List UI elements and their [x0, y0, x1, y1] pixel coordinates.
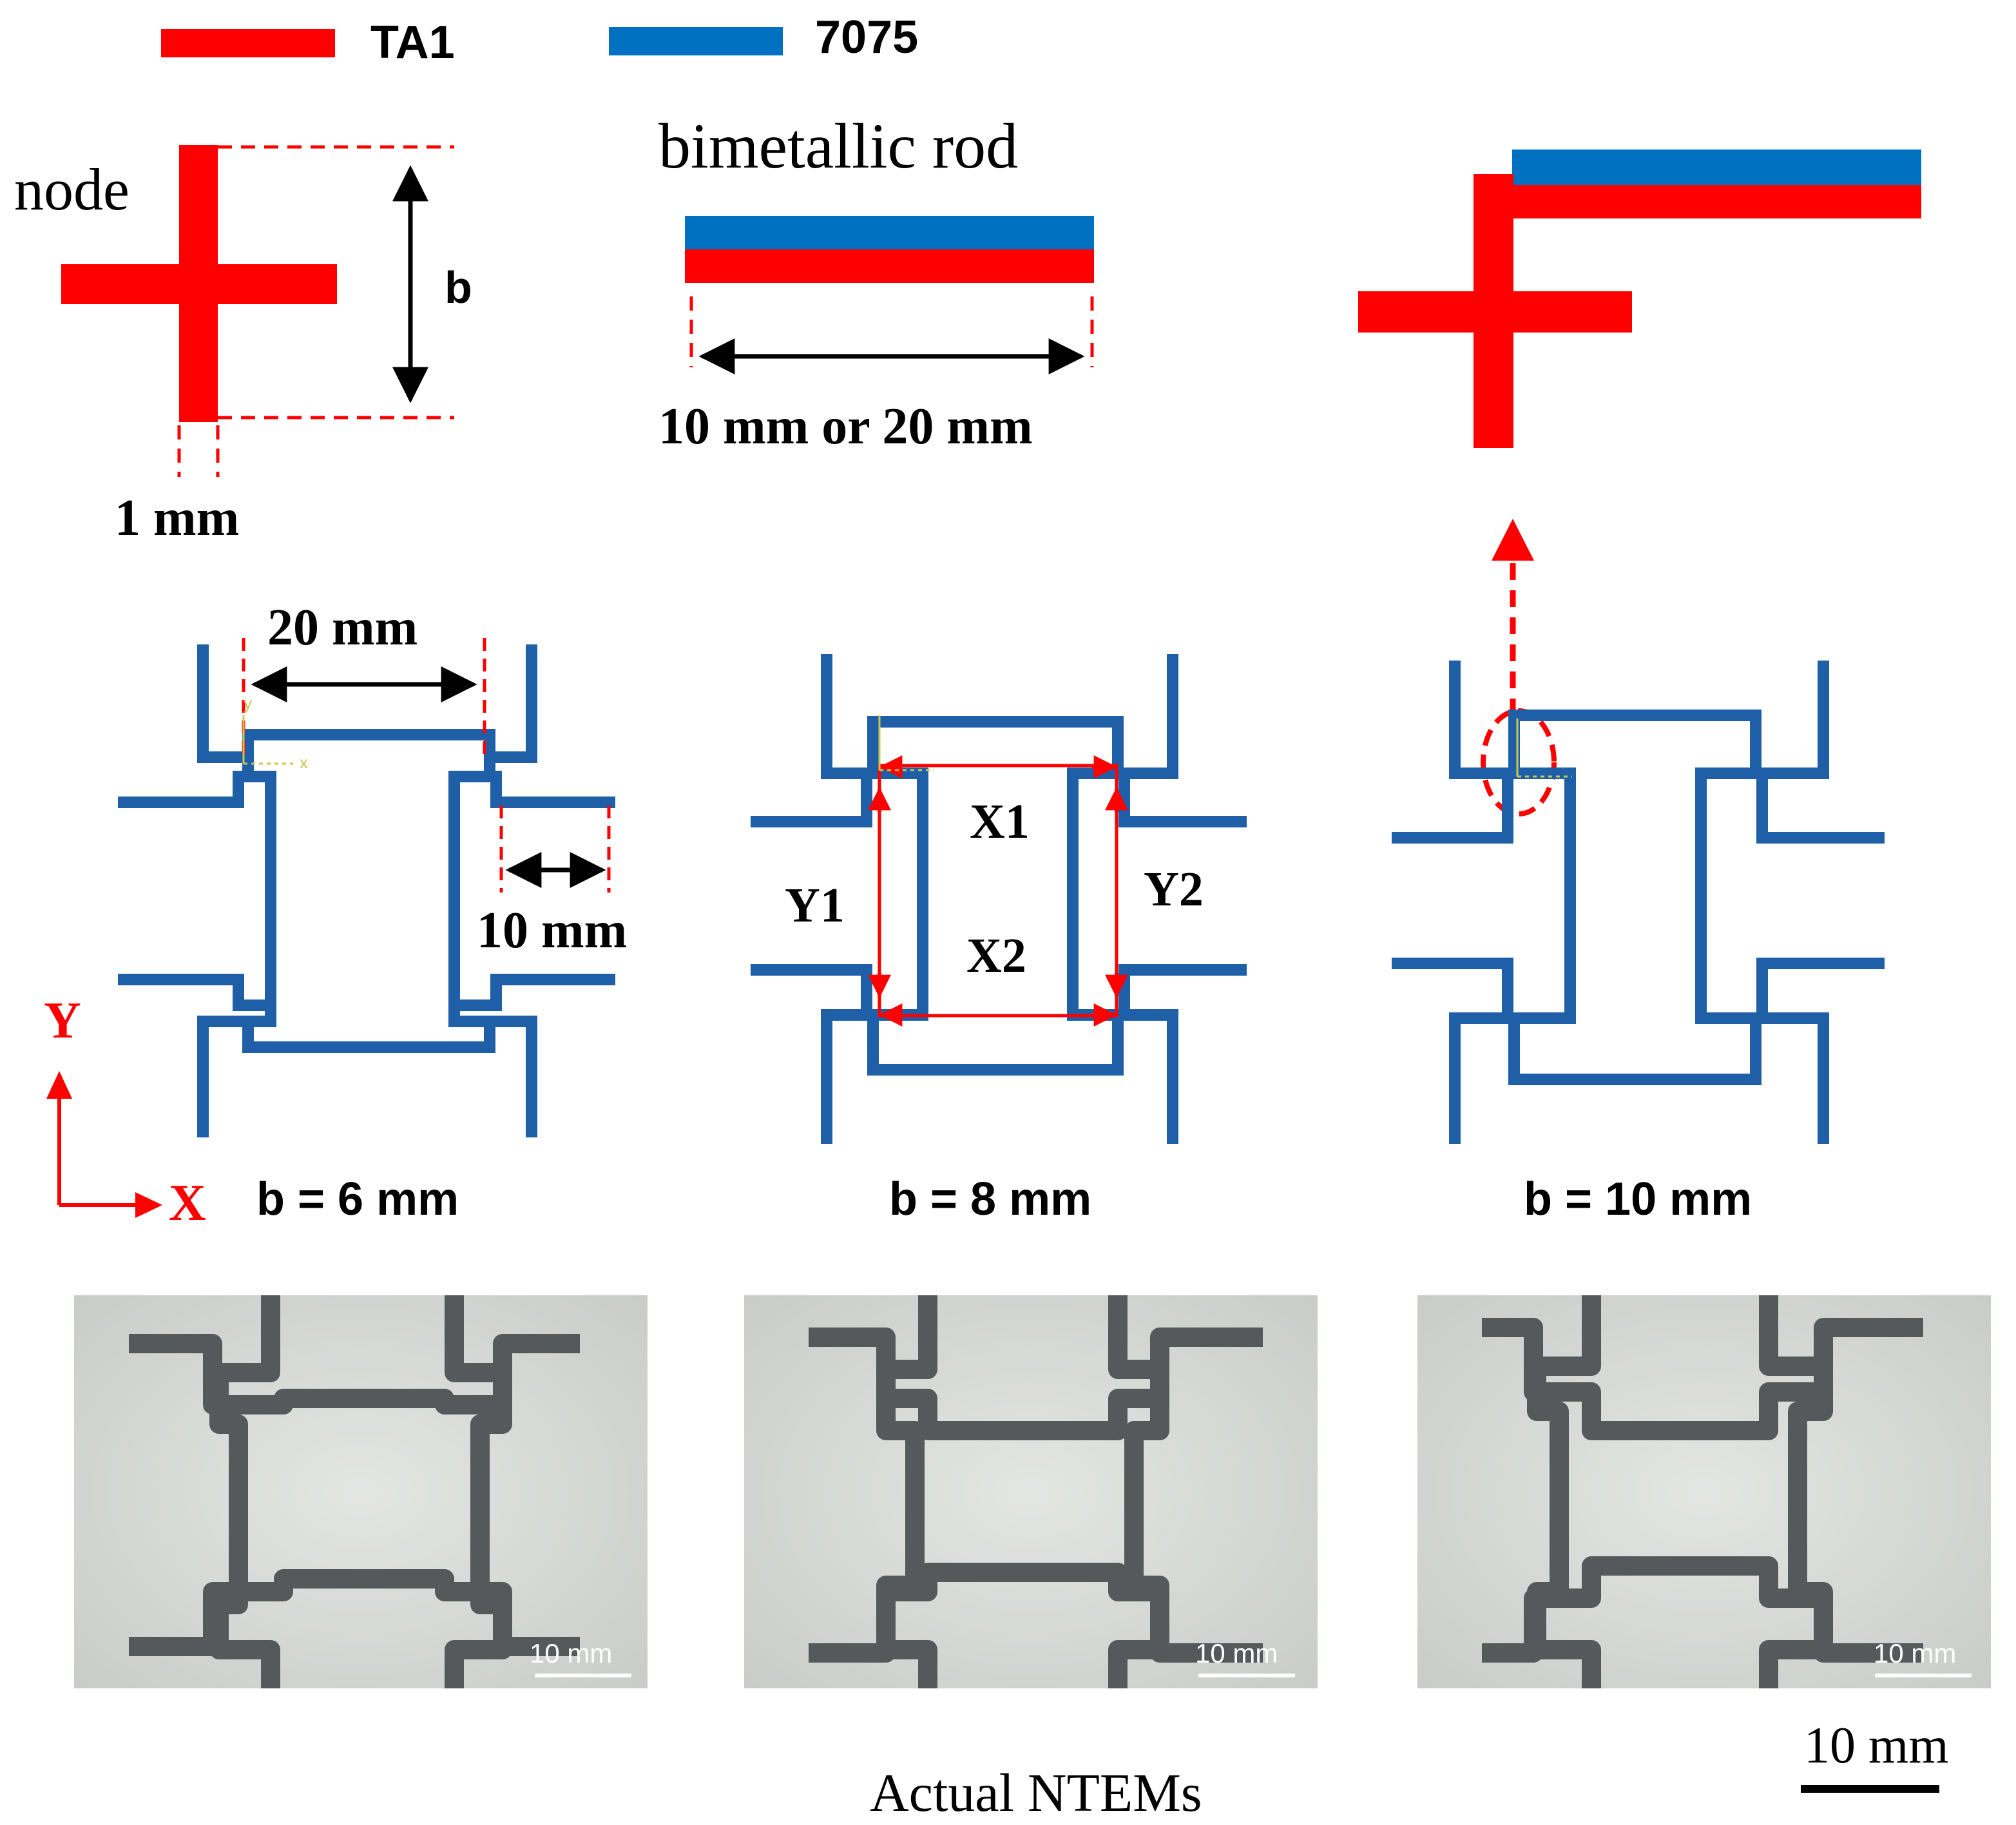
b6-local-axes [242, 715, 293, 765]
caption-b10: b = 10 mm [1524, 1173, 1752, 1225]
label-y2: Y2 [1144, 862, 1204, 916]
scale-bar-label: 10 mm [1804, 1717, 1948, 1774]
photo-b8: 10 mm [744, 1295, 1318, 1688]
structure-b10 [1392, 661, 1885, 1144]
legend-swatch-7075 [609, 27, 783, 55]
node-dim-width: 1 mm [115, 490, 239, 546]
legend-label-ta1: TA1 [370, 17, 455, 68]
b8-force-arrows [868, 755, 1128, 1027]
caption-b6: b = 6 mm [256, 1173, 459, 1225]
scale-bar [1801, 1785, 1939, 1793]
b8-local-axes [878, 715, 934, 771]
b6-dimensions [242, 638, 611, 893]
rod-title: bimetallic rod [658, 110, 1018, 182]
legend-swatch-ta1 [161, 29, 335, 57]
photo-b6-scale: 10 mm [530, 1638, 612, 1668]
photo-b10: 10 mm [1417, 1295, 1991, 1688]
label-y1: Y1 [785, 878, 845, 932]
node-dashed-guides [177, 145, 454, 477]
label-x2: X2 [966, 929, 1026, 983]
label-x1: X1 [970, 795, 1030, 849]
node-dim-b: b [445, 262, 472, 313]
b6-dim-side: 10 mm [477, 902, 627, 959]
b6-local-x: x [300, 753, 308, 772]
rod-7075-layer [685, 216, 1094, 249]
legend-label-7075: 7075 [815, 12, 918, 63]
axis-x-label: X [169, 1175, 206, 1231]
joint-detail [1358, 150, 1921, 448]
b6-dim-top: 20 mm [267, 599, 418, 656]
axis-y-label: Y [44, 992, 81, 1049]
photos-caption: Actual NTEMs [870, 1763, 1202, 1823]
b6-local-y: y [244, 693, 252, 713]
photo-b10-scale: 10 mm [1874, 1638, 1956, 1668]
rod-ta1-layer [685, 249, 1094, 283]
photo-b6: 10 mm [74, 1295, 648, 1688]
node-cross [61, 145, 337, 422]
structure-b6 [118, 644, 615, 1137]
photo-b8-scale: 10 mm [1195, 1638, 1278, 1668]
caption-b8: b = 8 mm [889, 1173, 1091, 1225]
b8-force-lines [878, 764, 1118, 1018]
global-axes [46, 1071, 162, 1218]
b10-local-axes [1516, 719, 1572, 778]
rod-length: 10 mm or 20 mm [658, 398, 1033, 455]
node-label: node [14, 157, 130, 222]
rod-dashed-guides [689, 296, 1094, 367]
